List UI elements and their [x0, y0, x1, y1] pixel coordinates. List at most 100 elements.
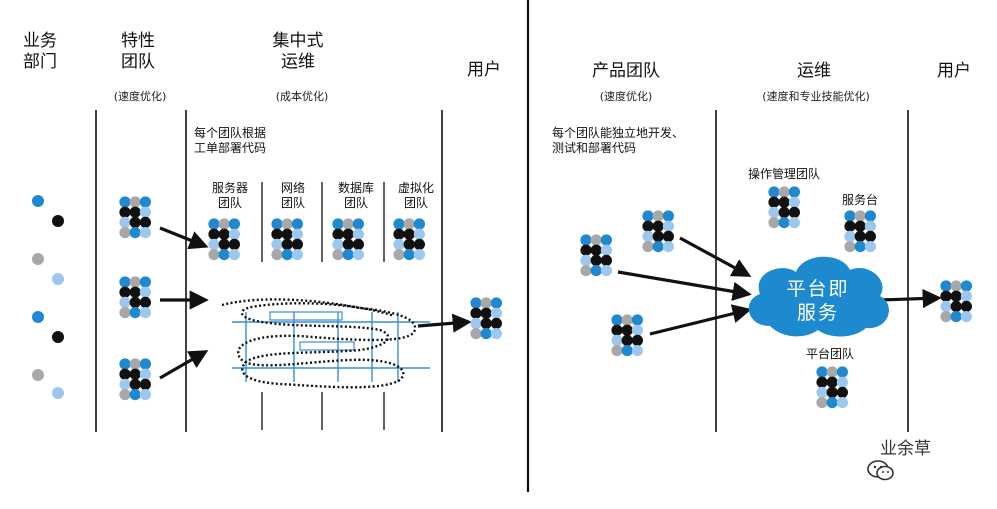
feature-team-3 — [119, 358, 151, 401]
devops-comparison-diagram: 业务 部门 特性 团队 集中式 运维 用户 (速度优化) (成本优化) 每个团队… — [23, 0, 973, 492]
team-member-dot — [228, 228, 240, 240]
team-member-dot — [950, 311, 962, 323]
team-member-dot — [119, 196, 131, 208]
team-member-dot — [816, 376, 828, 388]
team-member-dot — [470, 307, 482, 319]
team-member-dot — [642, 241, 654, 253]
team-member-dot — [600, 265, 613, 277]
team-member-dot — [129, 389, 141, 401]
team-member-dot — [940, 300, 952, 312]
team-member-dot — [291, 238, 303, 250]
team-member-dot — [129, 227, 141, 239]
network-team — [271, 218, 303, 261]
platform-team — [816, 366, 849, 409]
business-dot — [52, 215, 64, 227]
team-member-dot — [271, 238, 283, 250]
team-member-dot — [490, 307, 502, 319]
team-member-dot — [129, 307, 141, 319]
team-member-dot — [590, 234, 602, 246]
team-member-dot — [218, 228, 230, 240]
business-dot — [32, 311, 44, 323]
team-member-dot — [490, 317, 502, 329]
team-member-dot — [119, 276, 131, 288]
team-member-dot — [129, 216, 141, 228]
team-member-dot — [580, 254, 592, 266]
wechat-icon — [846, 438, 895, 481]
team-member-dot — [621, 334, 633, 346]
paas-cloud-shape — [748, 256, 889, 337]
team-member-dot — [139, 206, 151, 218]
team-member-dot — [844, 230, 856, 242]
tangle-field-box — [299, 341, 355, 351]
silo-label-database: 数据库 团队 — [337, 181, 374, 210]
team-member-dot — [480, 307, 492, 319]
team-member-dot — [403, 249, 415, 261]
team-member-dot — [778, 186, 790, 198]
team-member-dot — [836, 376, 849, 388]
team-member-dot — [470, 317, 482, 329]
team-member-dot — [352, 218, 364, 230]
team-member-dot — [129, 358, 141, 370]
team-member-dot — [129, 368, 141, 380]
header-user-left: 用户 — [467, 60, 501, 80]
team-member-dot — [119, 378, 131, 390]
team-member-dot — [662, 220, 675, 232]
team-member-dot — [139, 296, 151, 308]
team-member-dot — [393, 228, 405, 240]
team-member-dot — [960, 311, 973, 323]
team-member-dot — [778, 206, 790, 218]
team-member-dot — [788, 206, 801, 218]
arrow-product1-cloud — [679, 236, 752, 277]
team-member-dot — [281, 238, 293, 250]
sub-ops-cost: (成本优化) — [275, 90, 329, 103]
team-member-dot — [652, 220, 664, 232]
team-member-dot — [631, 345, 644, 357]
team-member-dot — [119, 206, 131, 218]
team-member-dot — [788, 186, 801, 198]
product-team-3 — [611, 314, 644, 357]
team-member-dot — [119, 296, 131, 308]
team-member-dot — [208, 238, 220, 250]
team-member-dot — [490, 297, 502, 309]
team-member-dot — [652, 230, 664, 242]
team-member-dot — [662, 210, 675, 222]
team-member-dot — [342, 228, 354, 240]
team-member-dot — [950, 300, 962, 312]
team-member-dot — [490, 328, 502, 340]
team-member-dot — [470, 328, 482, 340]
team-member-dot — [119, 307, 131, 319]
team-member-dot — [816, 366, 828, 378]
team-member-dot — [662, 241, 675, 253]
team-member-dot — [642, 210, 654, 222]
team-member-dot — [600, 244, 613, 256]
team-member-dot — [139, 368, 151, 380]
team-member-dot — [393, 218, 405, 230]
arrow-ops-user — [417, 313, 472, 333]
tangle-squiggle — [221, 298, 417, 389]
sub-ops-speed-skill: (速度和专业技能优化) — [762, 90, 870, 103]
team-member-dot — [590, 244, 602, 256]
team-member-dot — [129, 206, 141, 218]
team-member-dot — [208, 228, 220, 240]
team-member-dot — [826, 386, 838, 398]
note-independent-deploy: 每个团队能独立地开发、 测试和部署代码 — [552, 126, 685, 155]
team-member-dot — [139, 307, 151, 319]
team-member-dot — [836, 386, 849, 398]
team-member-dot — [611, 334, 623, 346]
sub-product-speed: (速度优化) — [599, 90, 653, 103]
label-ops-management-team: 操作管理团队 — [748, 167, 821, 181]
team-member-dot — [281, 218, 293, 230]
team-member-dot — [611, 345, 623, 357]
header-centralized-ops: 集中式 运维 — [272, 31, 324, 73]
team-member-dot — [228, 238, 240, 250]
team-member-dot — [332, 228, 344, 240]
team-member-dot — [768, 186, 780, 198]
team-member-dot — [413, 218, 425, 230]
team-member-dot — [788, 217, 801, 229]
team-member-dot — [480, 317, 492, 329]
team-member-dot — [119, 216, 131, 228]
watermark-text: 业余草 — [880, 439, 931, 459]
team-member-dot — [413, 249, 425, 261]
team-member-dot — [826, 397, 838, 409]
team-member-dot — [631, 314, 644, 326]
